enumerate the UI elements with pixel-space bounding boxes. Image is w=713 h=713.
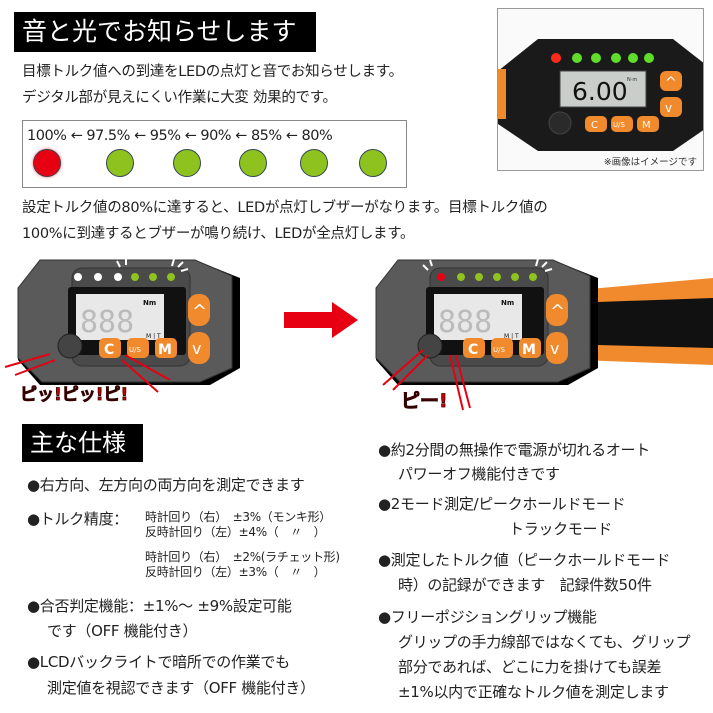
photo-up-button [660,71,682,91]
svg-text:C: C [591,120,598,131]
spec-judgment-2: です（OFF 機能付き） [47,622,198,640]
svg-text:C: C [104,342,114,358]
svg-text:Nm: Nm [501,299,514,307]
led-scale-box: 100% ← 97.5% ← 95% ← 90% ← 85% ← 80% [22,120,407,188]
lcd-digits: 888 [438,305,492,340]
sound-effect-after: ピー! [401,390,448,412]
svg-text:M: M [642,120,651,131]
illustration-after: 888 Nm M | T ^ v C U/S M ピー! [375,258,713,412]
spec-backlight-1: ●LCDバックライトで暗所での作業でも [27,653,290,671]
svg-text:v: v [192,339,201,358]
svg-text:M | T: M | T [146,333,161,340]
section-heading-sound-light: 音と光でお知らせします [14,12,316,52]
sound-effect-before: ピッ!ピッ!ピ! [20,385,128,405]
description-line-1: 設定トルク値の80%に達すると、LEDが点灯しブザーがなります。目標トルク値の [22,200,548,216]
spec-direction: ●右方向、左方向の両方向を測定できます [27,476,305,494]
intro-line-1: 目標トルク値への到達をLEDの点灯と音でお知らせします。 [22,64,403,80]
led-scale-label: 100% ← 97.5% ← 95% ← 90% ← 85% ← 80% [27,128,333,144]
spec-modes-1: ●2モード測定/ピークホールドモード [378,495,626,513]
lcd-digits: 888 [80,305,134,340]
svg-text:v: v [550,339,559,358]
led-85 [300,149,328,177]
led-80 [359,149,387,177]
led-97-5 [106,149,134,177]
svg-text:U/S: U/S [493,346,505,354]
svg-text:^: ^ [550,301,565,322]
spec-auto-off-2: パワーオフ機能付きです [398,465,560,483]
spec-accuracy-ratchet-cw: 時計回り（右） ±2%(ラチェット形) [145,550,340,564]
spec-accuracy-ratchet-ccw: 反時計回り（左）±3%（ 〃 ） [145,565,326,579]
svg-text:Nm: Nm [143,299,156,307]
torque-wrench-head-photo: 6.00 N·m ^ v C U/S M [498,39,703,151]
spec-auto-off-1: ●約2分間の無操作で電源が切れるオート [378,441,650,459]
svg-text:N·m: N·m [627,77,637,83]
spec-accuracy-monkey-ccw: 反時計回り（左）±4%（ 〃 ） [145,525,326,539]
svg-text:M | T: M | T [504,333,519,340]
svg-text:^: ^ [665,75,677,91]
spec-memory-2: 時）の記録ができます 記録件数50件 [398,576,652,594]
section-heading-specs: 主な仕様 [22,424,143,462]
spec-accuracy-label: ●トルク精度： [27,510,128,528]
svg-text:U/S: U/S [613,121,625,129]
photo-down-button [660,97,682,117]
description-line-2: 100%に到達するとブザーが鳴り続け、LEDが全点灯します。 [22,226,415,242]
spec-memory-1: ●測定したトルク値（ピークホールドモード [378,551,671,569]
transition-arrow-icon [284,302,358,338]
svg-text:C: C [468,342,478,358]
spec-grip-4: ±1%以内で正確なトルク値を測定します [398,683,669,701]
led-90 [239,149,267,177]
led-100 [33,149,61,177]
spec-grip-2: グリップの手力線部ではなくても、グリップ [398,633,691,651]
svg-text:M: M [522,342,536,358]
spec-judgment-1: ●合否判定機能：±1%〜 ±9%設定可能 [27,597,292,615]
product-photo: 6.00 N·m ^ v C U/S M ※画像はイメージです [497,8,704,171]
led-95 [173,149,201,177]
svg-text:M: M [158,342,172,358]
svg-text:v: v [665,101,672,115]
illustration-before: 888 Nm M | T ^ v C U/S M ピッ!ピッ!ピ! [4,258,240,405]
photo-leds [551,53,654,63]
svg-text:U/S: U/S [129,346,141,354]
svg-text:^: ^ [192,301,207,322]
photo-caption: ※画像はイメージです [603,157,697,168]
spec-backlight-2: 測定値を視認できます（OFF 機能付き） [47,679,315,697]
spec-grip-1: ●フリーポジショングリップ機能 [378,608,597,626]
spec-accuracy-monkey-cw: 時計回り（右） ±3%（モンキ形） [145,510,331,524]
photo-lcd-value: 6.00 [572,77,628,106]
intro-line-2: デジタル部が見えにくい作業に大変 効果的です。 [22,90,337,106]
spec-modes-2: トラックモード [509,520,612,538]
spec-grip-3: 部分であれば、どこに力を掛けても誤差 [398,658,662,676]
